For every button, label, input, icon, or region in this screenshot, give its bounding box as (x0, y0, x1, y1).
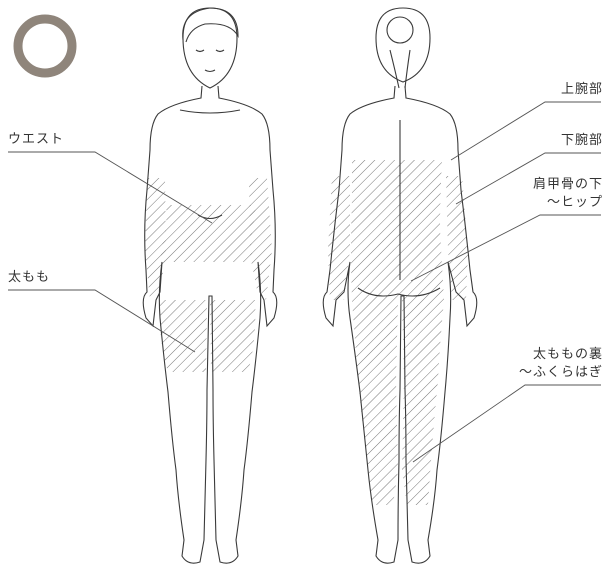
back-hatch-upper-back (351, 160, 444, 300)
back-hatch-leg-right (402, 300, 444, 505)
front-hatch-thigh-left (160, 300, 207, 372)
front-head (183, 8, 237, 88)
back-head (376, 8, 430, 82)
front-collar (180, 110, 240, 113)
label-forearm: 下腕部 (561, 133, 603, 149)
label-upper-arm: 上腕部 (561, 82, 603, 98)
front-hatch-waist (160, 205, 256, 262)
front-figure (143, 8, 277, 563)
back-hatch-areas (328, 160, 468, 505)
back-hatch-arm-right (446, 176, 468, 300)
front-hatch-arm-left (145, 178, 166, 300)
label-thigh: 太もも (8, 270, 50, 286)
circle-mark-icon (18, 19, 72, 73)
back-hatch-leg-left (352, 300, 398, 505)
label-waist: ウエスト (8, 132, 64, 148)
leader-lines (8, 102, 601, 462)
label-shoulder-hip-line1: 肩甲骨の下 (533, 177, 603, 193)
label-back-thigh-line2: 〜ふくらはぎ (519, 365, 603, 381)
leader-back-thigh (413, 385, 601, 462)
back-hatch-arm-left (328, 176, 350, 300)
label-shoulder-hip-line2: 〜ヒップ (547, 195, 603, 211)
leader-upper-arm (451, 102, 601, 160)
back-figure (323, 8, 477, 563)
front-hatch-thigh-right (210, 300, 255, 372)
label-back-thigh-line1: 太ももの裏 (533, 347, 603, 363)
